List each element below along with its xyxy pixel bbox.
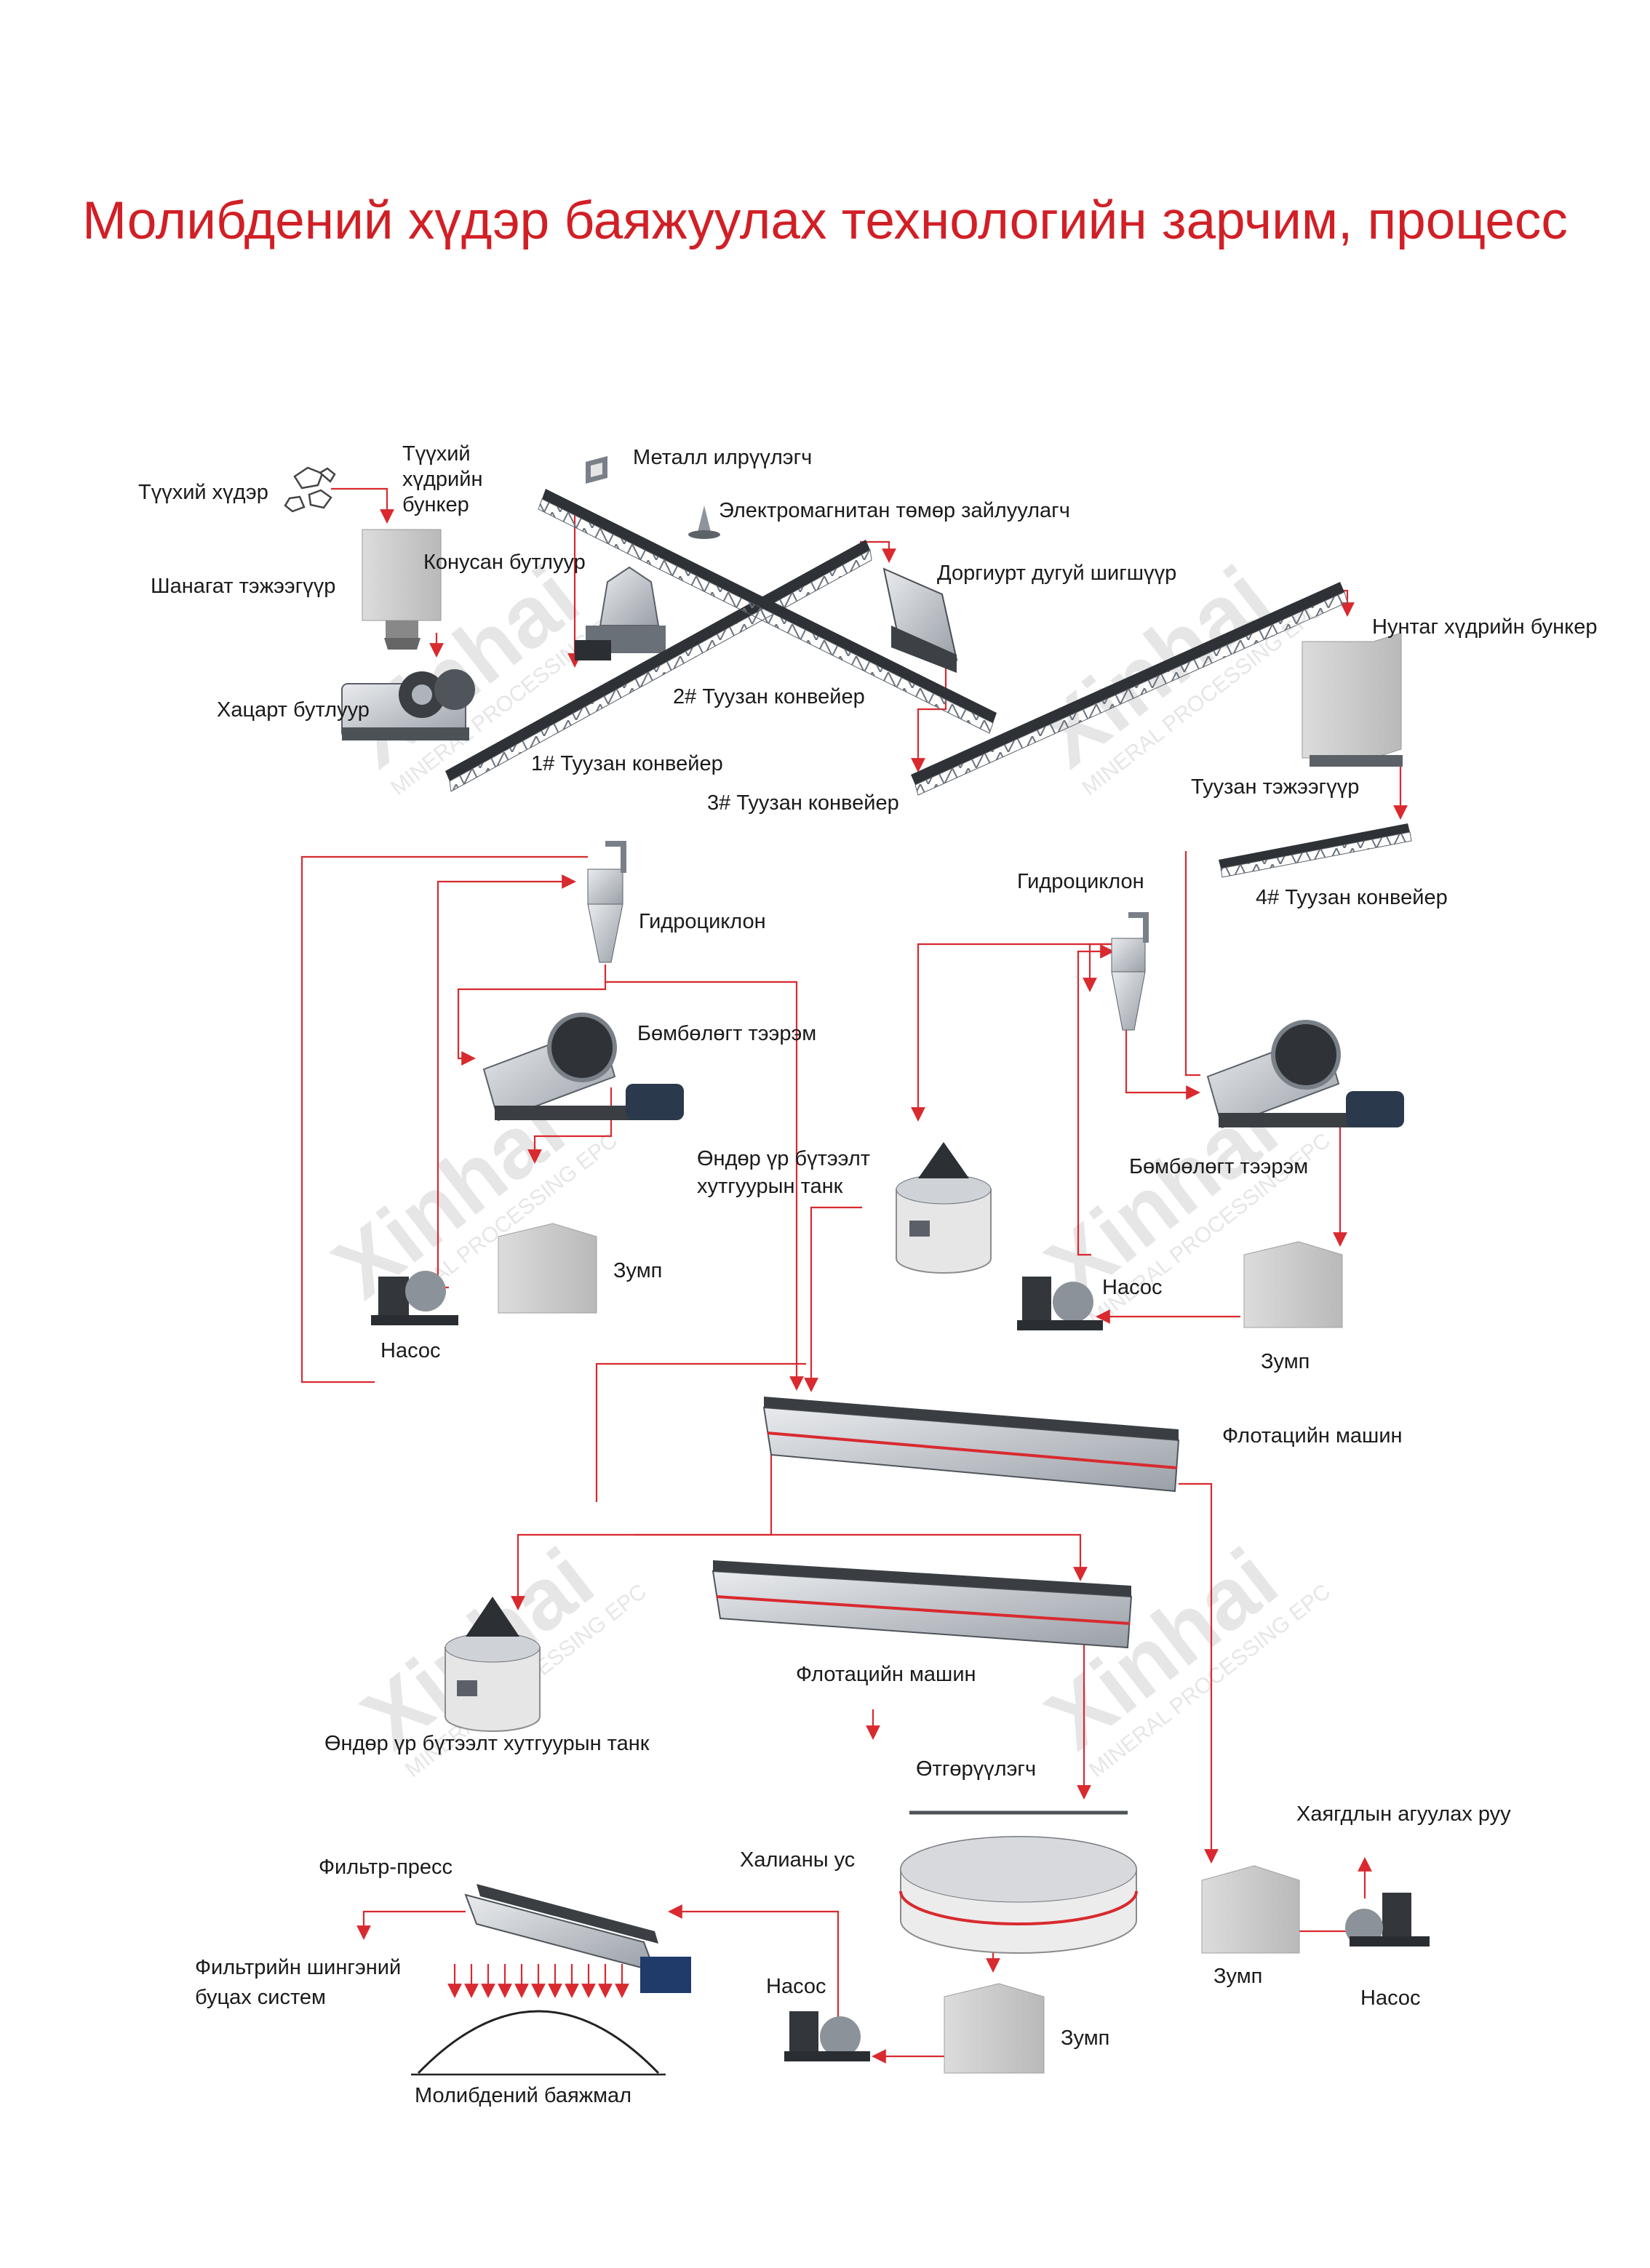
hydrocyclone-2: [1111, 912, 1149, 1031]
label-filtrate-return-2: буцах систем: [195, 1986, 326, 2009]
label-thickener: Өтгөрүүлэгч: [916, 1757, 1036, 1781]
raw-ore-bin: [362, 529, 442, 650]
page-title: Молибдений хүдэр баяжуулах технологийн з…: [82, 191, 1568, 250]
label-pump-1: Насос: [380, 1339, 441, 1362]
diagram-labels: Түүхий хүдэр Түүхий хүдрийн бункер Шанаг…: [138, 442, 1597, 2107]
sump-1: [498, 1223, 597, 1314]
hydrocyclone-1: [587, 841, 626, 963]
sump-3: [944, 1983, 1045, 2074]
label-conveyor-2: 2# Туузан конвейер: [673, 685, 865, 708]
label-ball-mill-2: Бөмбөлөгт тээрэм: [1129, 1155, 1308, 1178]
label-mo-concentrate: Молибдений баяжмал: [415, 2084, 631, 2107]
iron-remover-icon: [688, 506, 720, 539]
label-vibrating-screen: Доргиурт дугуй шигшүүр: [937, 562, 1176, 585]
cone-crusher: [575, 566, 666, 660]
label-raw-ore-bin-1: Түүхий: [402, 442, 471, 466]
label-raw-ore-bin-2: хүдрийн: [402, 468, 482, 491]
label-sump-1: Зумп: [613, 1259, 662, 1282]
pump-1: [371, 1271, 458, 1325]
ball-mill-2: [1206, 1020, 1404, 1129]
ball-mill-1: [482, 1013, 684, 1122]
label-sump-4: Зумп: [1213, 1965, 1262, 1988]
label-ball-mill-1: Бөмбөлөгт тээрэм: [637, 1022, 816, 1045]
jaw-crusher: [341, 669, 475, 740]
label-to-tailings: Хаягдлын агуулах руу: [1296, 1802, 1511, 1826]
label-sump-2: Зумп: [1261, 1350, 1310, 1373]
pump-3: [784, 2011, 870, 2061]
label-filtrate-return-1: Фильтрийн шингэний: [195, 1956, 401, 1979]
filter-press: [464, 1884, 691, 1993]
label-conveyor-1: 1# Туузан конвейер: [531, 752, 723, 775]
concentrate-pile: [411, 2010, 666, 2076]
label-filter-press: Фильтр-пресс: [319, 1856, 453, 1879]
label-conveyor-4: 4# Туузан конвейер: [1256, 886, 1448, 909]
conveyor-3: [911, 582, 1348, 796]
label-jaw-crusher: Хацарт бутлуур: [217, 698, 370, 722]
flow-lines: [300, 487, 1408, 2064]
label-hydrocyclone-1: Гидроциклон: [639, 910, 766, 933]
label-agitation-tank-1a: Өндөр үр бүтээлт: [697, 1147, 870, 1170]
agitation-tank-2: [445, 1597, 541, 1732]
flotation-machine-2: [712, 1560, 1133, 1649]
pump-4: [1345, 1893, 1430, 1946]
raw-ore-icon: [284, 466, 336, 513]
label-agitation-tank-2: Өндөр үр бүтээлт хутгуурын танк: [324, 1732, 650, 1755]
powder-ore-bin: [1302, 632, 1403, 767]
sump-4: [1201, 1865, 1300, 1954]
label-raw-ore: Түүхий хүдэр: [138, 481, 268, 504]
vibrating-screen: [882, 567, 958, 673]
label-hydrocyclone-2: Гидроциклон: [1017, 870, 1144, 893]
label-sump-3: Зумп: [1061, 2027, 1109, 2050]
label-metal-detector: Металл илрүүлэгч: [633, 446, 812, 469]
sump-2: [1243, 1241, 1343, 1328]
label-belt-feeder: Туузан тэжээгүүр: [1191, 775, 1359, 799]
conveyor-2: [538, 489, 997, 734]
label-pump-4: Насос: [1360, 1987, 1421, 2010]
pump-2: [1017, 1277, 1103, 1330]
label-raw-ore-bin-3: бункер: [402, 493, 469, 516]
metal-detector-icon: [586, 456, 607, 484]
label-iron-remover: Электромагнитан төмөр зайлуулагч: [719, 499, 1070, 522]
label-pump-2: Насос: [1102, 1276, 1163, 1299]
label-cone-crusher: Конусан бутлуур: [423, 551, 586, 574]
label-powder-ore-bin: Нунтаг хүдрийн бункер: [1372, 615, 1597, 639]
filter-drip-arrows: [447, 1964, 629, 1998]
label-agitation-tank-1b: хутгуурын танк: [697, 1175, 843, 1198]
label-vibrating-feeder: Шанагат тэжээгүүр: [151, 575, 335, 598]
label-flotation-2: Флотацийн машин: [796, 1663, 976, 1686]
label-flotation-1: Флотацийн машин: [1222, 1424, 1403, 1448]
label-overflow-water: Халианы ус: [740, 1848, 855, 1872]
label-pump-3: Насос: [766, 1975, 826, 1998]
agitation-tank-1: [896, 1142, 992, 1274]
watermark-low-right: Xinhai MINERAL PROCESSING EPC: [1029, 1530, 1335, 1782]
flotation-machine-1: [762, 1397, 1180, 1493]
conveyor-4: [1219, 823, 1412, 878]
label-conveyor-3: 3# Туузан конвейер: [707, 791, 899, 815]
thickener: [899, 1810, 1138, 1954]
